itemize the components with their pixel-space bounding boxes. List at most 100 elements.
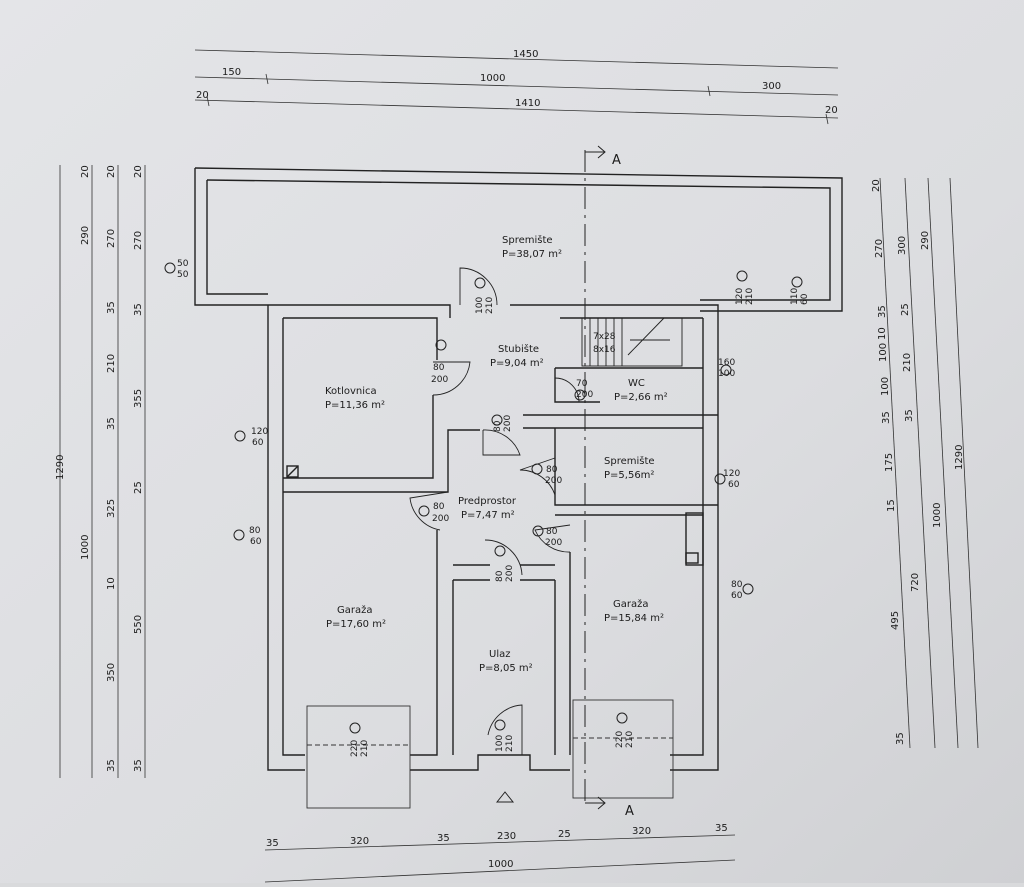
room-name-garage-right: Garaža: [613, 598, 649, 610]
opening-11-w: 120: [723, 469, 740, 479]
section-arrow-top: [585, 145, 606, 159]
room-area-boiler: P=11,36 m²: [325, 400, 385, 411]
dim-left-c3-3: 355: [133, 389, 144, 408]
dim-left-c2-8: 35: [106, 759, 117, 772]
room-name-storage-upper: Spremište: [502, 234, 553, 246]
opening-marker-icon: [616, 712, 628, 724]
dim-left-c3-6: 35: [133, 759, 144, 772]
dim-left-c3-4: 25: [133, 481, 144, 494]
opening-1-h: 50: [177, 270, 189, 280]
top-dimension-lines: [194, 49, 839, 125]
opening-marker-icon: [234, 430, 246, 442]
room-name-stairs: Stubište: [498, 343, 539, 355]
dim-left-c3-5: 550: [133, 615, 144, 634]
opening-1-w: 50: [177, 259, 189, 269]
opening-marker-icon: [494, 545, 506, 557]
opening-marker-icon: [791, 276, 803, 288]
dim-right-c1-0: 20: [871, 179, 882, 192]
opening-marker-icon: [720, 364, 732, 376]
opening-4-h: 60: [800, 293, 810, 305]
dim-left-c2-5: 325: [106, 499, 117, 518]
dim-top-left-offset: 150: [222, 67, 241, 78]
opening-marker-icon: [164, 262, 176, 274]
dim-bottom-seg-5: 25: [558, 829, 571, 840]
door-swings: [409, 267, 580, 755]
opening-12-h: 200: [432, 514, 449, 524]
dim-top-inner: 1410: [515, 98, 540, 109]
opening-14-w: 80: [546, 527, 558, 537]
opening-6-h: 100: [718, 369, 735, 379]
wall-main-right-inner: [670, 318, 704, 756]
dim-left-c2-2: 35: [106, 301, 117, 314]
opening-marker-icon: [491, 414, 503, 426]
opening-labels: 50 50 100 210 120 210 110 60 80 200 160 …: [177, 259, 810, 757]
opening-5-h: 200: [431, 375, 448, 385]
opening-marker-icon: [736, 270, 748, 282]
dim-left-c3-1: 270: [133, 231, 144, 250]
chimney-flue: [685, 552, 699, 564]
dim-top-inner-left: 20: [196, 90, 209, 101]
dim-right-c2-4: 720: [910, 573, 921, 592]
opening-18-w: 100: [495, 735, 505, 752]
dim-right-c2-2: 210: [902, 353, 913, 372]
dim-top-overall: 1450: [513, 49, 538, 60]
room-area-stairs: P=9,04 m²: [490, 358, 544, 369]
opening-19-w: 220: [615, 731, 625, 748]
room-name-garage-left: Garaža: [337, 604, 373, 616]
wall-main-left-inner: [282, 318, 305, 756]
dim-left-c2-1: 270: [106, 229, 117, 248]
section-arrow-bottom: [585, 796, 606, 810]
opening-marker-icon: [574, 389, 586, 401]
opening-19-h: 210: [625, 731, 635, 748]
right-dimension-lines: [879, 177, 979, 749]
opening-9-w: 80: [493, 420, 503, 432]
dim-left-c3-2: 35: [133, 303, 144, 316]
opening-marker-icon: [531, 463, 543, 475]
dim-bottom-total: 1000: [488, 859, 513, 870]
wall-garage-left-right: [410, 530, 438, 756]
dim-bottom-seg-7: 35: [715, 823, 728, 834]
opening-5-w: 80: [433, 363, 445, 373]
opening-10-h: 200: [545, 476, 562, 486]
room-area-hall: P=7,47 m²: [461, 510, 515, 521]
room-name-storage-small: Spremište: [604, 455, 655, 467]
opening-13-h: 60: [250, 537, 262, 547]
bottom-dimension-lines: [264, 834, 736, 883]
opening-2-w: 100: [475, 297, 485, 314]
dim-left-c1-2: 1000: [80, 535, 91, 560]
dim-right-c1-4: 100: [878, 343, 889, 362]
wall-bottom-middle: [410, 754, 570, 771]
dim-bottom-seg-1: 35: [266, 838, 279, 849]
right-dimension-labels: 20 270 35 10 100 100 35 175 15 495 35 30…: [871, 179, 965, 745]
bottom-dimension-labels: 35 320 35 230 25 320 35 1000: [266, 823, 728, 870]
north-marker-icon: [495, 791, 515, 803]
opening-10-w: 80: [546, 465, 558, 475]
opening-marker-icon: [233, 529, 245, 541]
dim-bottom-seg-4: 230: [497, 831, 516, 842]
opening-4-w: 110: [790, 288, 800, 305]
dim-left-c2-6: 10: [106, 577, 117, 590]
staircase: [581, 317, 683, 367]
wall-upper-outer: [194, 167, 843, 312]
room-name-wc: WC: [628, 378, 645, 389]
room-area-wc: P=2,66 m²: [614, 392, 668, 403]
dim-right-c2-0: 300: [897, 236, 908, 255]
garage-door-right-outline: [572, 699, 674, 799]
opening-15-h: 200: [505, 565, 515, 582]
wall-spremiste-left: [554, 428, 718, 506]
room-name-entry: Ulaz: [489, 649, 510, 660]
dim-left-c2-3: 210: [106, 354, 117, 373]
dim-left-c2-0: 20: [106, 165, 117, 178]
wall-kotlovnica-bottom: [283, 395, 434, 479]
opening-2-h: 210: [485, 297, 495, 314]
dim-left-c3-0: 20: [133, 165, 144, 178]
wall-upper-inner: [206, 179, 831, 301]
opening-16-w: 80: [731, 580, 743, 590]
section-label-top: A: [612, 153, 621, 168]
dim-right-c2-1: 25: [900, 303, 911, 316]
dim-right-c1-1: 270: [874, 239, 885, 258]
stairs-label-risers: 8x16: [593, 345, 616, 355]
dim-right-c1-6: 35: [881, 411, 892, 424]
